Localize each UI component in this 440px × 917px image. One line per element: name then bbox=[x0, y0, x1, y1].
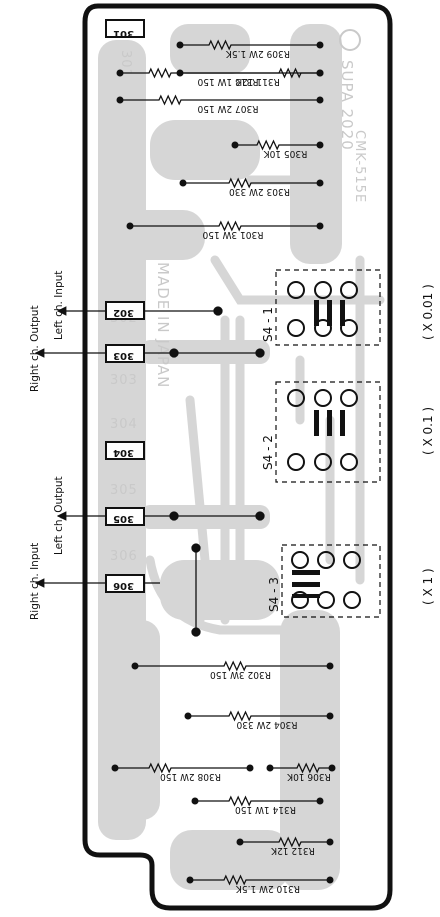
terminal-302: 302 bbox=[105, 301, 145, 320]
resistor-r301: R301 3W 150 bbox=[126, 220, 324, 240]
resistor-r307: R307 2W 150 bbox=[116, 94, 324, 114]
resistor-label: R308 2W 150 bbox=[160, 771, 221, 782]
terminal-303: 303 bbox=[105, 344, 145, 363]
silk-304: 304 bbox=[110, 417, 138, 432]
svg-text:305: 305 bbox=[113, 513, 134, 524]
resistor-label: R314 1W 150 bbox=[235, 804, 296, 815]
resistor-label: R311 12K bbox=[235, 76, 280, 87]
resistor-r303: R303 2W 330 bbox=[179, 177, 324, 197]
resistor-label: R309 2W 1.5K bbox=[225, 48, 290, 59]
label-right-input: Right ch. Input bbox=[29, 543, 41, 620]
switch-labels: S4 - 1 S4 - 2 S4 - 3 ( X 0.01 ) ( X 0.1 … bbox=[261, 284, 435, 612]
label-right-output: Right ch. Output bbox=[29, 305, 41, 392]
model-text: CMK-515E bbox=[352, 130, 367, 203]
terminal-305: 305 bbox=[105, 507, 145, 526]
svg-text:303: 303 bbox=[113, 350, 134, 361]
resistor-label: R303 2W 330 bbox=[229, 186, 290, 197]
terminal-301: 301 bbox=[105, 19, 145, 39]
svg-text:304: 304 bbox=[113, 447, 134, 458]
s4-1-label: S4 - 1 bbox=[261, 307, 275, 342]
resistor-r312: R312 12K bbox=[236, 836, 334, 856]
svg-text:306: 306 bbox=[113, 580, 134, 591]
s4-3-multiplier: ( X 1 ) bbox=[421, 568, 435, 605]
brand-text: SUPA 2020 bbox=[338, 60, 356, 151]
resistor-r309: R309 2W 1.5K bbox=[176, 39, 324, 59]
resistor-r311: R311 12K bbox=[176, 67, 324, 87]
resistor-r308: R308 2W 150 bbox=[111, 762, 254, 782]
resistor-r305: R305 10K bbox=[231, 139, 324, 159]
s4-2-label: S4 - 2 bbox=[261, 435, 275, 470]
resistor-label: R307 2W 150 bbox=[197, 103, 258, 114]
resistor-r306: R306 10K bbox=[266, 762, 336, 782]
s4-2-multiplier: ( X 0.1 ) bbox=[421, 407, 435, 455]
resistor-label: R302 3W 150 bbox=[210, 669, 271, 680]
resistor-label: R312 12K bbox=[270, 845, 315, 856]
silk-305: 305 bbox=[110, 483, 138, 498]
resistor-label: R305 10K bbox=[263, 148, 308, 159]
silk-306: 306 bbox=[110, 549, 138, 564]
resistor-r314: R314 1W 150 bbox=[191, 795, 324, 815]
switches bbox=[275, 269, 381, 618]
label-left-input: Left ch. Input bbox=[53, 271, 65, 340]
resistor-label: R310 2W 1.5K bbox=[235, 883, 300, 894]
resistor-label: R304 2W 330 bbox=[236, 719, 297, 730]
resistor-r304: R304 2W 330 bbox=[184, 710, 334, 730]
label-left-output: Left ch. Output bbox=[53, 476, 65, 555]
terminal-306: 306 bbox=[105, 574, 145, 593]
resistor-label: R313 1W 150 bbox=[197, 76, 258, 87]
jumper-wires bbox=[144, 306, 265, 637]
silk-303: 303 bbox=[110, 373, 138, 388]
terminal-304: 304 bbox=[105, 441, 145, 460]
copper-traces bbox=[98, 24, 342, 890]
svg-text:301: 301 bbox=[113, 28, 134, 39]
resistor-label: R301 3W 150 bbox=[202, 229, 263, 240]
s4-3-label: S4 - 3 bbox=[267, 577, 281, 612]
connection-labels: Left ch. Input Right ch. Output Left ch.… bbox=[29, 271, 65, 620]
switch-s4-2 bbox=[275, 381, 381, 483]
svg-text:302: 302 bbox=[113, 307, 134, 318]
switch-s4-3 bbox=[281, 544, 381, 618]
terminals: 301 302 303 304 305 306 bbox=[105, 19, 145, 593]
resistor-r310: R310 2W 1.5K bbox=[186, 874, 334, 894]
origin-text: MADE IN JAPAN bbox=[154, 262, 172, 388]
resistor-label: R306 10K bbox=[286, 771, 331, 782]
connections bbox=[34, 306, 106, 588]
resistor-r302: R302 3W 150 bbox=[131, 660, 334, 680]
s4-1-multiplier: ( X 0.01 ) bbox=[421, 284, 435, 340]
